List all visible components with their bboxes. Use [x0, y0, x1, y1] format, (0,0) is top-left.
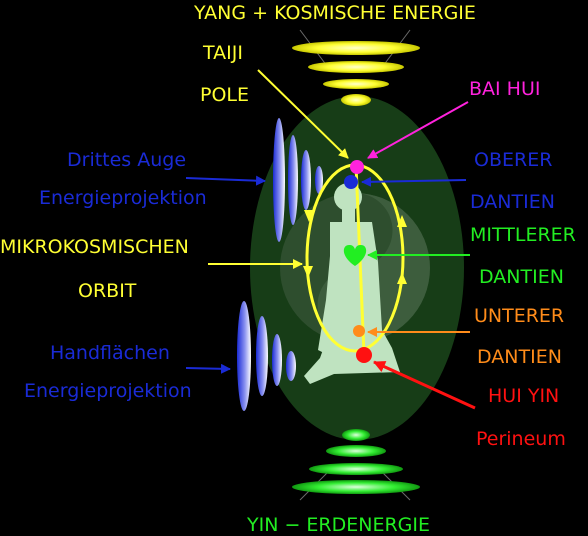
- microcosmic-label: MIKROKOSMISCHEN: [0, 236, 189, 258]
- palm-projection-rays: [237, 301, 296, 411]
- perineum-label: Perineum: [476, 428, 566, 450]
- third-eye-pointer: [185, 175, 266, 186]
- hui-yin-point: [356, 347, 372, 363]
- yang-energy-discs: [292, 29, 420, 106]
- upper-dantien-pointer: [361, 176, 467, 187]
- upper-dantien-sublabel: DANTIEN: [470, 191, 555, 213]
- third-eye-projection-rays: [273, 118, 323, 242]
- orbit-label: ORBIT: [78, 280, 137, 302]
- taiji-pole-pointer: [257, 69, 349, 159]
- taiji-label: TAIJI: [203, 42, 243, 64]
- orbit-arrows: [303, 210, 407, 284]
- hui-yin-pointer: [373, 360, 476, 410]
- middle-dantien-heart: [343, 244, 367, 266]
- hui-yin-label: HUI YIN: [488, 385, 560, 407]
- yin-energy-title: YIN − ERDENERGIE: [247, 514, 431, 536]
- middle-dantien-label: MITTLERER: [470, 224, 576, 246]
- yang-energy-title: YANG + KOSMISCHE ENERGIE: [194, 2, 476, 24]
- palm-label: Handflächen: [50, 342, 170, 364]
- bai-hui-pointer: [367, 101, 469, 159]
- upper-dantien-point: [344, 175, 358, 189]
- lower-dantien-label: UNTERER: [474, 305, 565, 327]
- pole-label: POLE: [200, 84, 250, 106]
- middle-dantien-sublabel: DANTIEN: [479, 266, 564, 288]
- third-eye-projection-label: Energieprojektion: [39, 187, 207, 209]
- yin-energy-discs: [292, 429, 420, 501]
- bai-hui-label: BAI HUI: [469, 78, 541, 100]
- lower-dantien-sublabel: DANTIEN: [477, 346, 562, 368]
- bai-hui-point: [350, 160, 364, 174]
- palm-pointer: [185, 363, 231, 374]
- palm-projection-label: Energieprojektion: [24, 380, 192, 402]
- third-eye-label: Drittes Auge: [67, 149, 187, 171]
- upper-dantien-label: OBERER: [474, 149, 553, 171]
- lower-dantien-point: [353, 325, 365, 337]
